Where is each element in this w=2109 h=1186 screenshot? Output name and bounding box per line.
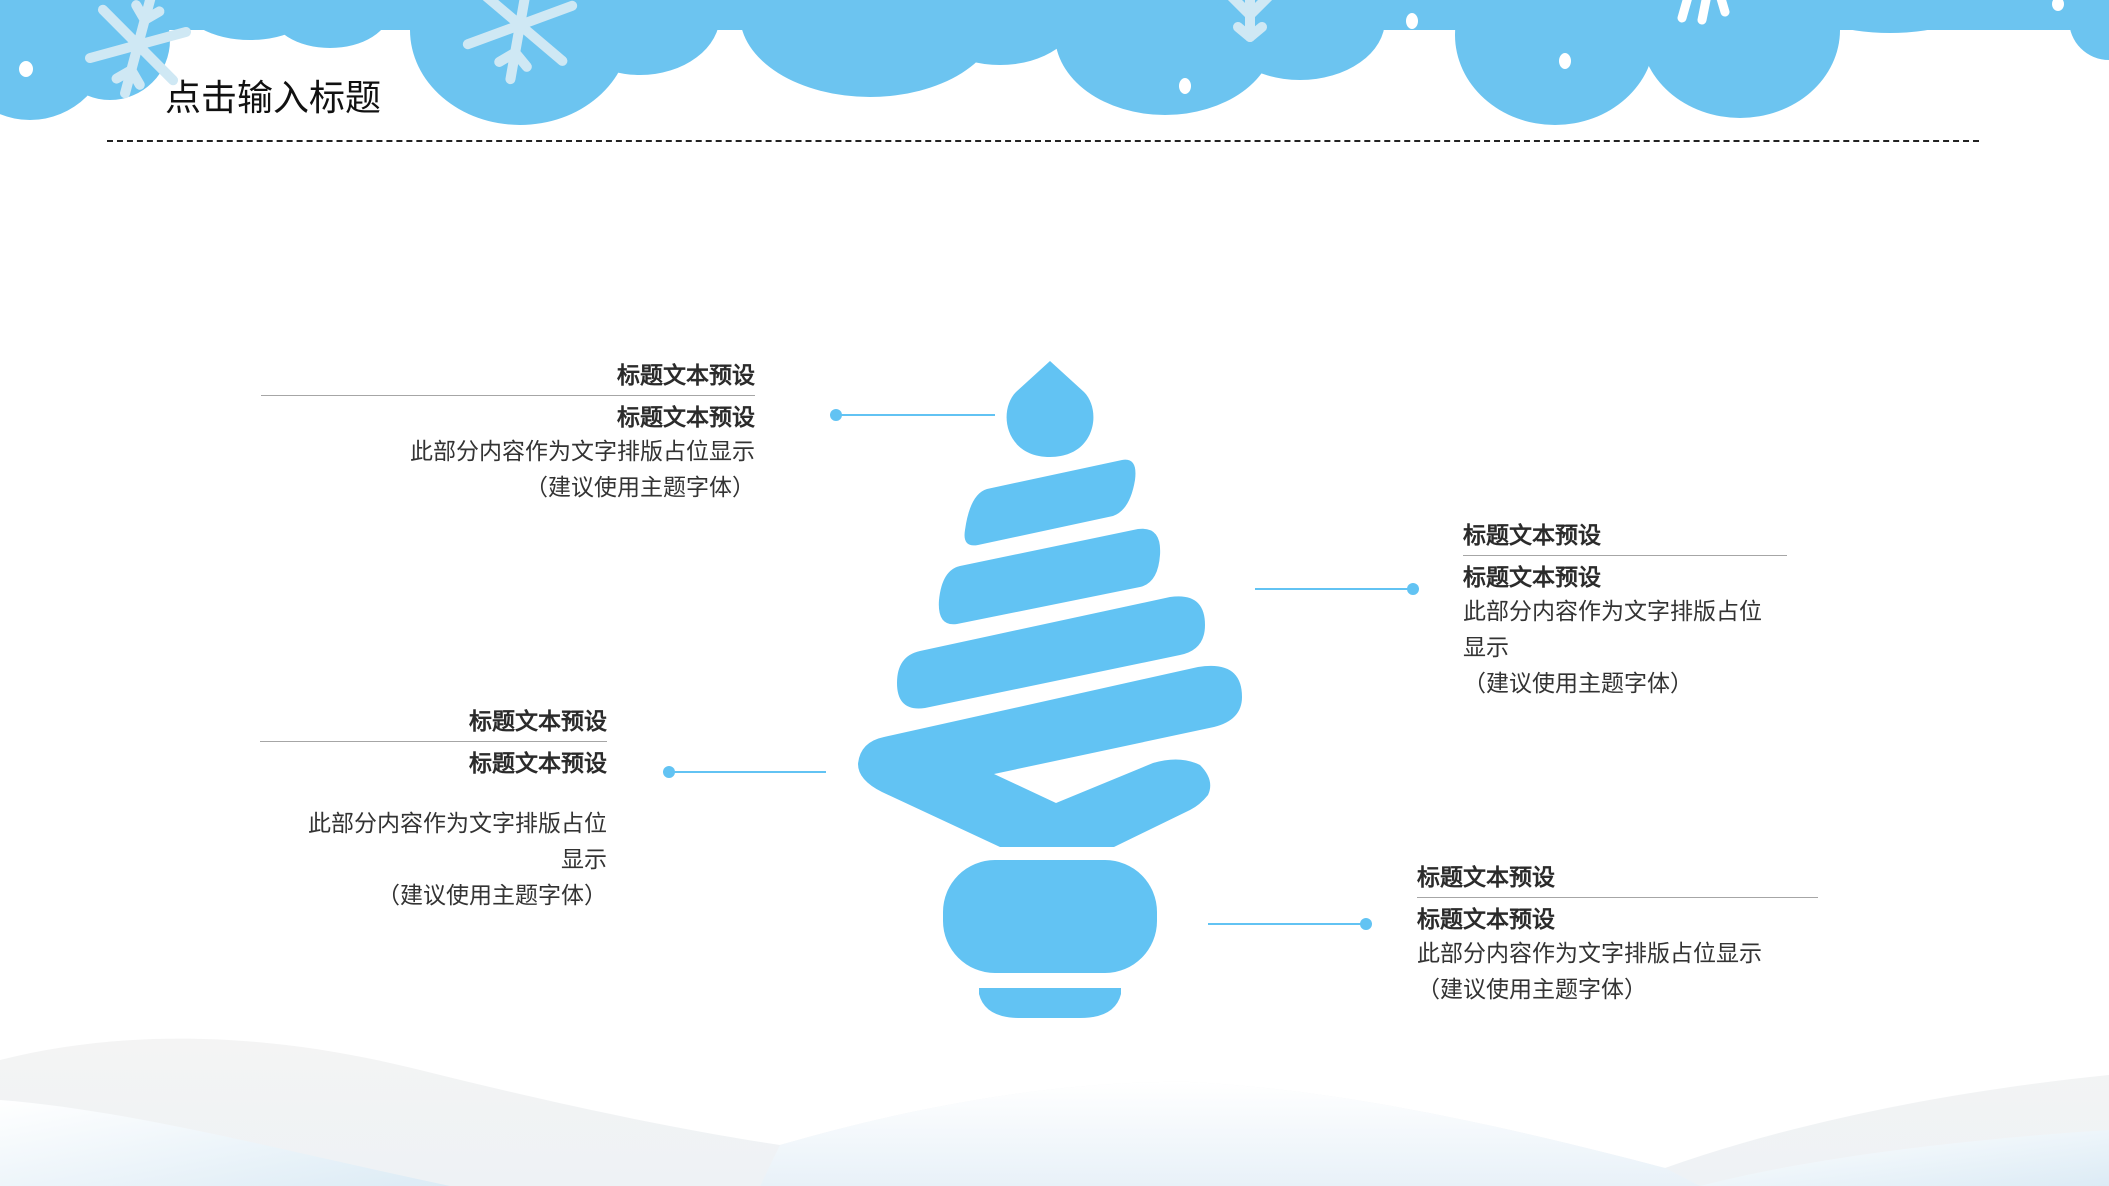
block-body[interactable]: 此部分内容作为文字排版占位 显示 （建议使用主题字体） bbox=[1463, 594, 1787, 702]
snow-hills bbox=[0, 1038, 2109, 1186]
body-line: 此部分内容作为文字排版占位显示 bbox=[1417, 941, 1762, 967]
body-line: （建议使用主题字体） bbox=[525, 475, 755, 501]
text-block-top-right: 标题文本预设 标题文本预设 此部分内容作为文字排版占位 显示 （建议使用主题字体… bbox=[1463, 520, 1787, 702]
body-line: （建议使用主题字体） bbox=[1463, 671, 1693, 697]
text-block-bottom-left: 标题文本预设 标题文本预设 此部分内容作为文字排版占位 显示 （建议使用主题字体… bbox=[260, 706, 607, 914]
block-title[interactable]: 标题文本预设 bbox=[469, 709, 607, 735]
block-body[interactable]: 此部分内容作为文字排版占位 显示 （建议使用主题字体） bbox=[260, 806, 607, 914]
connector-lines bbox=[663, 409, 1419, 930]
body-line: 显示 bbox=[1463, 635, 1509, 661]
page-title[interactable]: 点击输入标题 bbox=[165, 78, 382, 119]
block-rule bbox=[260, 741, 607, 742]
cloud-banner bbox=[0, 0, 2109, 125]
body-line: （建议使用主题字体） bbox=[377, 883, 607, 909]
block-rule bbox=[1417, 897, 1818, 898]
snow-dots bbox=[19, 0, 2064, 94]
body-line: 显示 bbox=[561, 847, 607, 873]
block-subtitle[interactable]: 标题文本预设 bbox=[1417, 907, 1555, 933]
block-title[interactable]: 标题文本预设 bbox=[1463, 523, 1601, 549]
block-subtitle[interactable]: 标题文本预设 bbox=[1463, 565, 1601, 591]
title-divider bbox=[107, 140, 1979, 142]
snowflake-icon bbox=[1677, 0, 1730, 25]
block-rule bbox=[1463, 555, 1787, 556]
body-line: （建议使用主题字体） bbox=[1417, 977, 1647, 1003]
block-rule bbox=[261, 395, 755, 396]
block-body[interactable]: 此部分内容作为文字排版占位显示 （建议使用主题字体） bbox=[261, 434, 755, 506]
block-title[interactable]: 标题文本预设 bbox=[617, 363, 755, 389]
body-line: 此部分内容作为文字排版占位 bbox=[308, 811, 607, 837]
block-subtitle[interactable]: 标题文本预设 bbox=[617, 405, 755, 431]
spiral-light-bulb-icon bbox=[858, 361, 1242, 1018]
text-block-bottom-right: 标题文本预设 标题文本预设 此部分内容作为文字排版占位显示 （建议使用主题字体） bbox=[1417, 862, 1818, 1008]
block-title[interactable]: 标题文本预设 bbox=[1417, 865, 1555, 891]
text-block-top-left: 标题文本预设 标题文本预设 此部分内容作为文字排版占位显示 （建议使用主题字体） bbox=[261, 360, 755, 506]
block-body[interactable]: 此部分内容作为文字排版占位显示 （建议使用主题字体） bbox=[1417, 936, 1818, 1008]
body-line: 此部分内容作为文字排版占位显示 bbox=[410, 439, 755, 465]
body-line: 此部分内容作为文字排版占位 bbox=[1463, 599, 1762, 625]
block-subtitle[interactable]: 标题文本预设 bbox=[469, 751, 607, 777]
snowflake-icon bbox=[84, 0, 1273, 99]
